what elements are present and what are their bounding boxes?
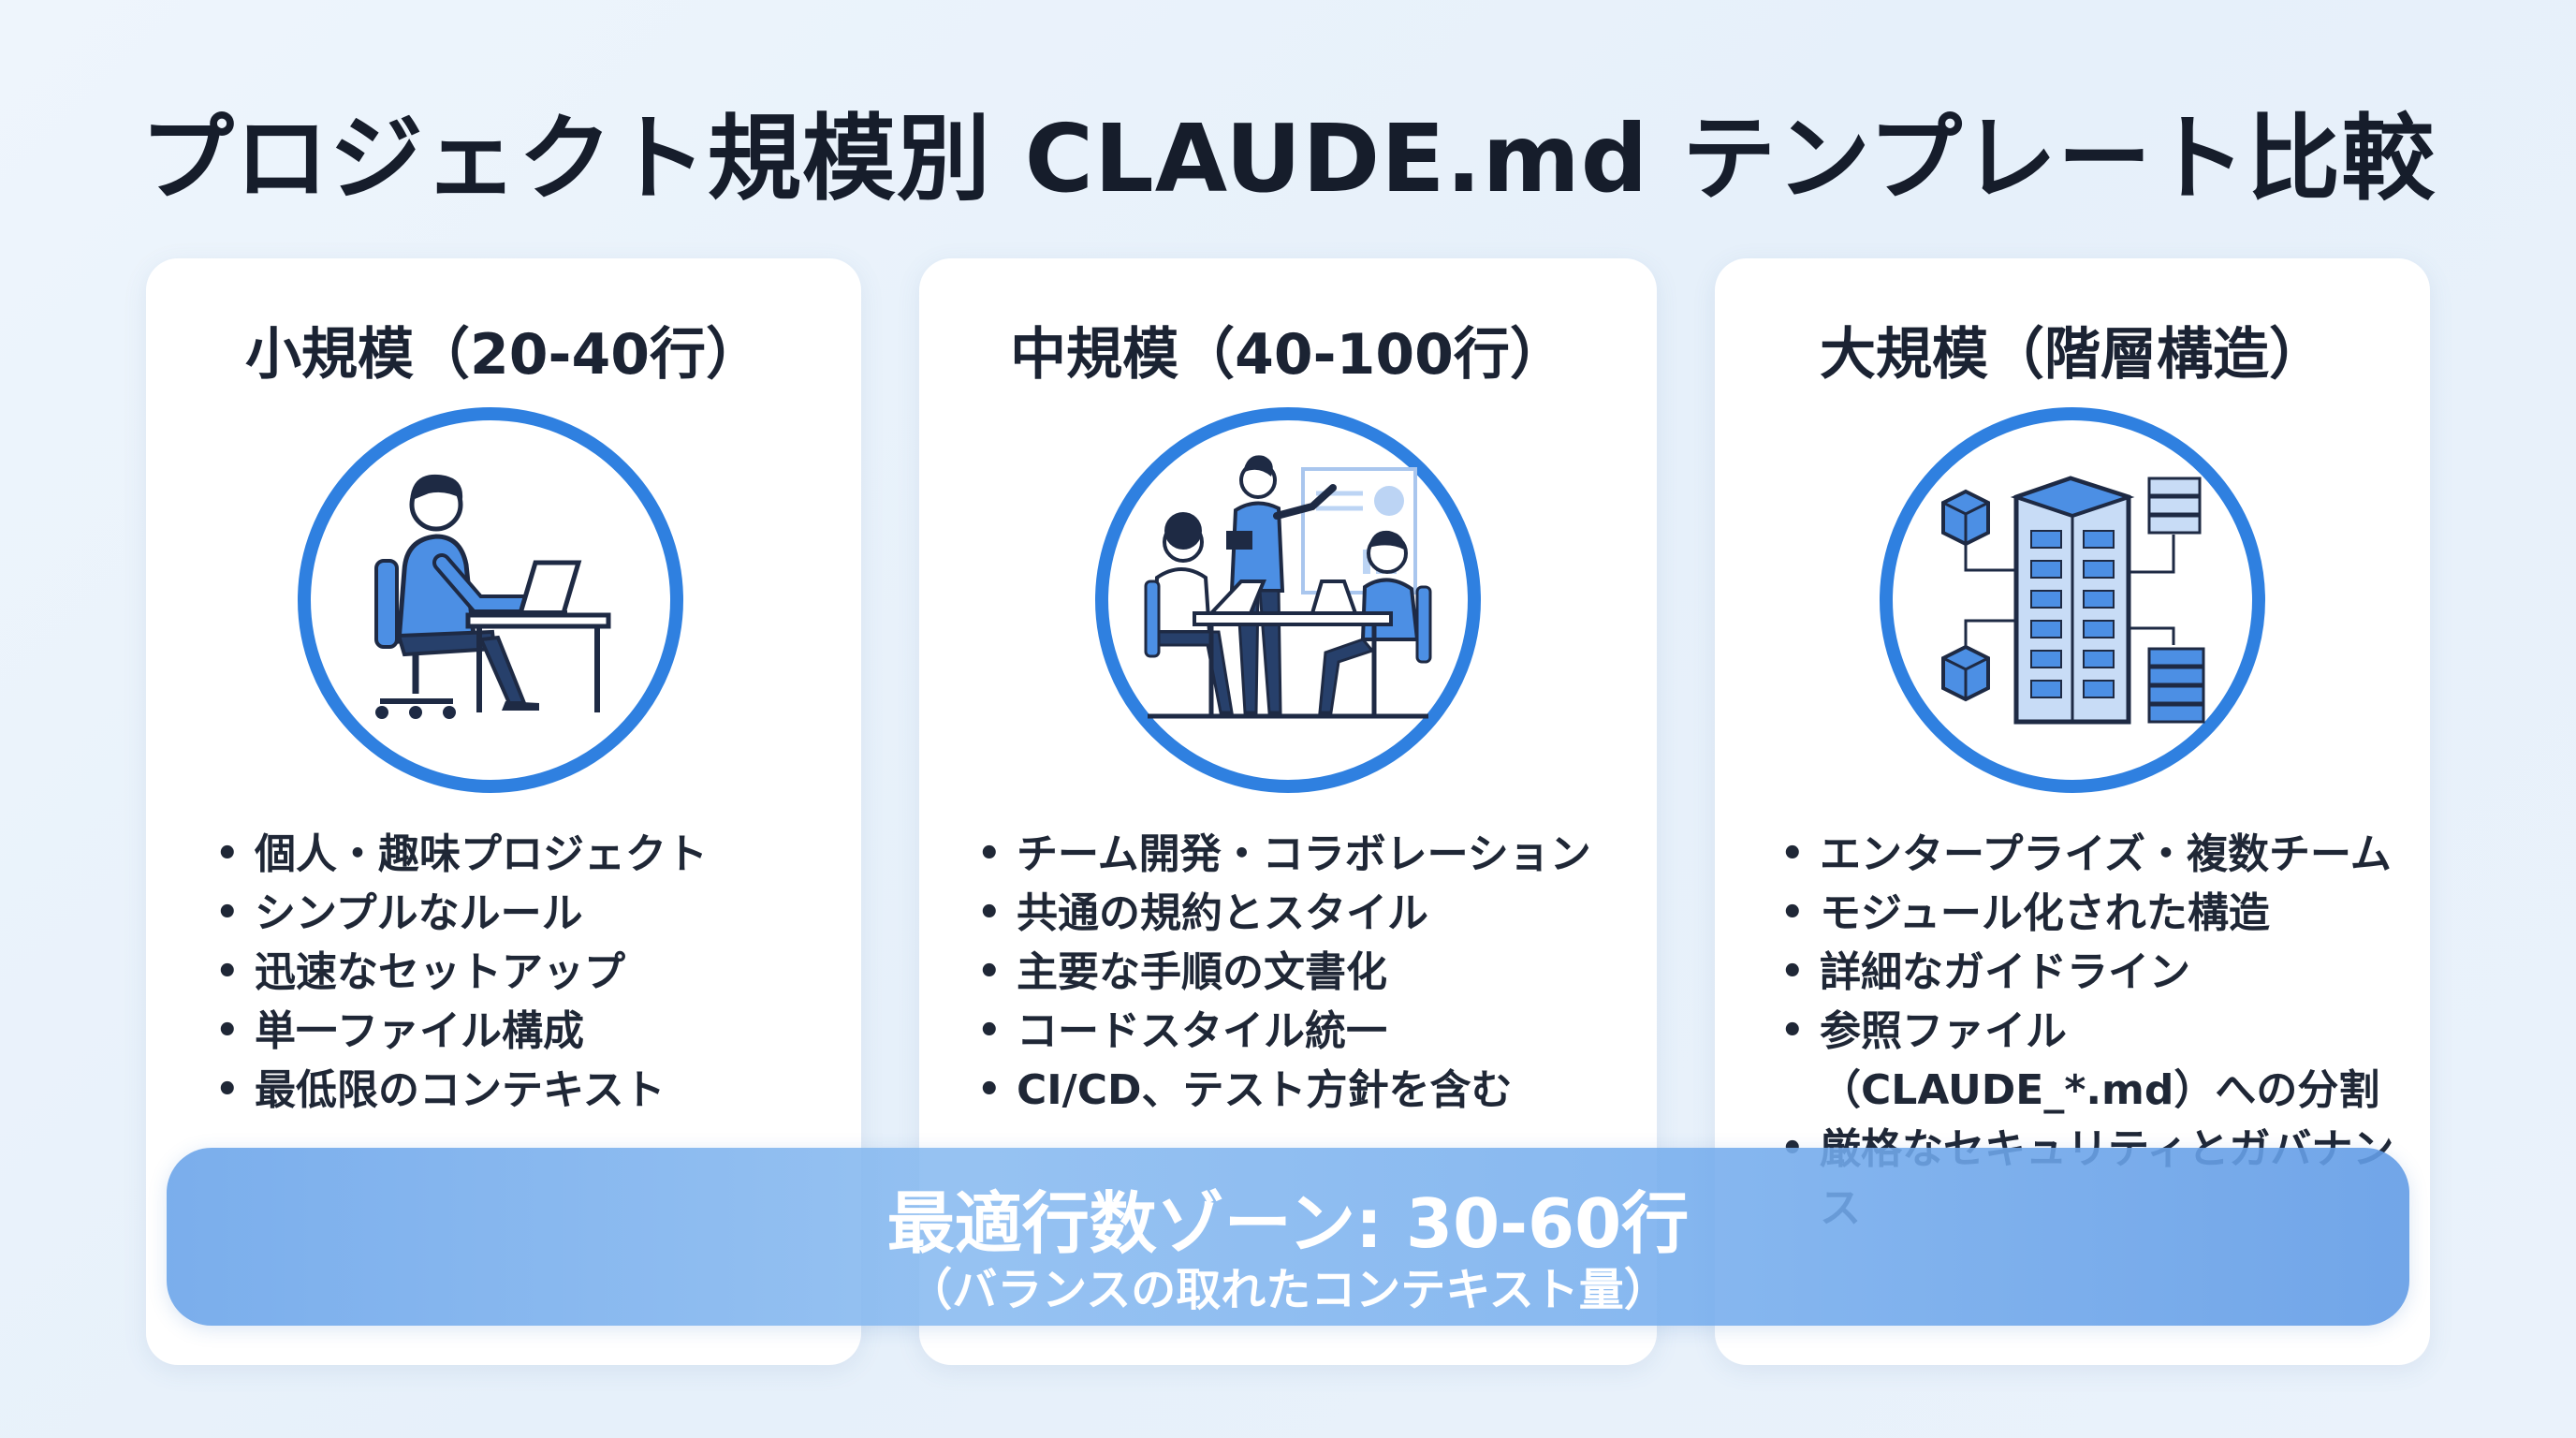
list-item: •コードスタイル統一 [975, 1002, 1649, 1061]
bullet-icon: • [215, 950, 240, 993]
list-item: •最低限のコンテキスト [213, 1061, 850, 1120]
bullet-icon: • [215, 832, 240, 875]
bullet-icon: • [1780, 950, 1805, 993]
bullet-icon: • [1780, 832, 1805, 875]
bullet-icon: • [977, 950, 1002, 993]
zone-title: 最適行数ゾーン: 30-60行 [886, 1184, 1690, 1263]
bullet-icon: • [977, 1009, 1002, 1052]
zone-subtitle: （バランスの取れたコンテキスト量） [907, 1264, 1669, 1316]
list-item: •単一ファイル構成 [213, 1002, 850, 1061]
feature-list: •個人・趣味プロジェクト •シンプルなルール •迅速なセットアップ •単一ファイ… [213, 825, 850, 1120]
list-item: •参照ファイル（CLAUDE_*.md）への分割 [1778, 1002, 2415, 1120]
bullet-icon: • [1780, 891, 1805, 934]
list-item: •チーム開発・コラボレーション [975, 825, 1649, 884]
feature-list: •チーム開発・コラボレーション •共通の規約とスタイル •主要な手順の文書化 •… [975, 825, 1649, 1120]
list-item: •共通の規約とスタイル [975, 884, 1649, 943]
bullet-icon: • [977, 891, 1002, 934]
list-item: •個人・趣味プロジェクト [213, 825, 850, 884]
list-item: •エンタープライズ・複数チーム [1778, 825, 2415, 884]
list-item: •シンプルなルール [213, 884, 850, 943]
list-item: •迅速なセットアップ [213, 943, 850, 1002]
team-meeting-icon [1091, 404, 1485, 797]
enterprise-building-icon [1876, 404, 2269, 797]
bullet-icon: • [977, 832, 1002, 875]
list-item: •詳細なガイドライン [1778, 943, 2415, 1002]
bullet-icon: • [1780, 1009, 1805, 1052]
bullet-icon: • [215, 891, 240, 934]
list-item: •モジュール化された構造 [1778, 884, 2415, 943]
list-item: •CI/CD、テスト方針を含む [975, 1061, 1649, 1120]
list-item: •主要な手順の文書化 [975, 943, 1649, 1002]
bullet-icon: • [215, 1009, 240, 1052]
card-title: 大規模（階層構造） [1820, 322, 2325, 388]
bullet-icon: • [215, 1068, 240, 1111]
optimal-zone-banner: 最適行数ゾーン: 30-60行 （バランスの取れたコンテキスト量） [167, 1148, 2409, 1326]
card-title: 中規模（40-100行） [1010, 322, 1566, 388]
bullet-icon: • [977, 1068, 1002, 1111]
page-title: プロジェクト規模別 CLAUDE.md テンプレート比較 [139, 104, 2437, 213]
solo-developer-icon [294, 404, 687, 797]
card-title: 小規模（20-40行） [245, 322, 762, 388]
